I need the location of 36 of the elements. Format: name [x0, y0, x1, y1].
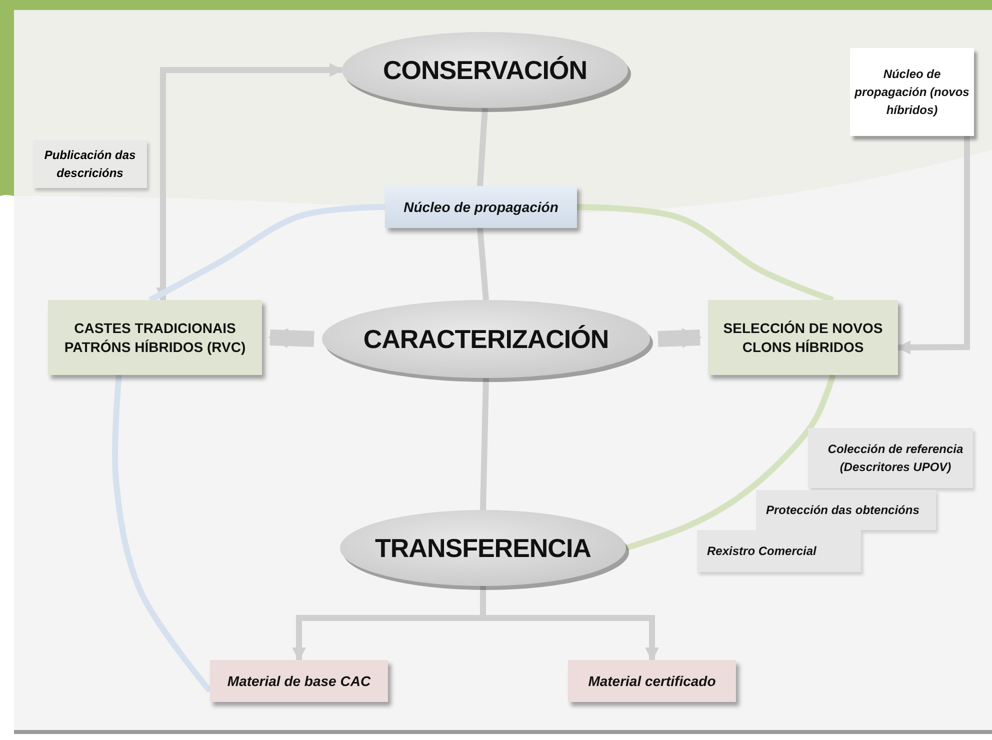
- stage-ellipse: [320, 298, 652, 380]
- node-label: Núcleo de propagación (novos híbridos): [853, 66, 970, 119]
- node-label: Protección das obtencións: [766, 502, 920, 519]
- node-label: Núcleo de propagación: [404, 198, 558, 216]
- connector-line: [112, 374, 212, 693]
- process-box: [708, 300, 898, 375]
- connector-line: [625, 374, 836, 551]
- node-label: TRANSFERENCIA: [375, 532, 591, 564]
- arrow: [268, 328, 314, 348]
- node-label: Colección de referencia (Descritores UPOV): [826, 441, 964, 476]
- note-box: [756, 490, 936, 530]
- double-arrow: [156, 63, 344, 302]
- connector-line: [148, 204, 386, 303]
- note-box: [808, 428, 973, 488]
- edge-label: Publicación das descricións: [33, 140, 147, 188]
- process-box: [210, 660, 388, 702]
- note-box: [697, 530, 861, 572]
- connector-line: [576, 204, 834, 303]
- node-label: SELECCIÓN DE NOVOS CLONS HÍBRIDOS: [722, 318, 884, 356]
- node-label: CONSERVACIÓN: [383, 54, 587, 86]
- process-box: [385, 186, 577, 228]
- arrow: [896, 136, 970, 354]
- process-box: [568, 660, 736, 702]
- connector-line: [477, 108, 488, 186]
- process-box: [48, 300, 262, 375]
- note-box: [850, 48, 974, 136]
- arrow: [658, 328, 702, 348]
- node-label: CARACTERIZACIÓN: [363, 324, 609, 354]
- node-label: Material de base CAC: [227, 672, 371, 690]
- stage-ellipse: [338, 508, 628, 588]
- connector-line: [477, 228, 489, 300]
- node-label: Rexistro Comercial: [707, 543, 816, 560]
- node-label: CASTES TRADICIONAIS PATRÓNS HÍBRIDOS (RVC): [63, 318, 247, 356]
- node-label: Material certificado: [588, 672, 716, 690]
- stage-ellipse: [340, 30, 630, 110]
- connector-line: [480, 378, 489, 510]
